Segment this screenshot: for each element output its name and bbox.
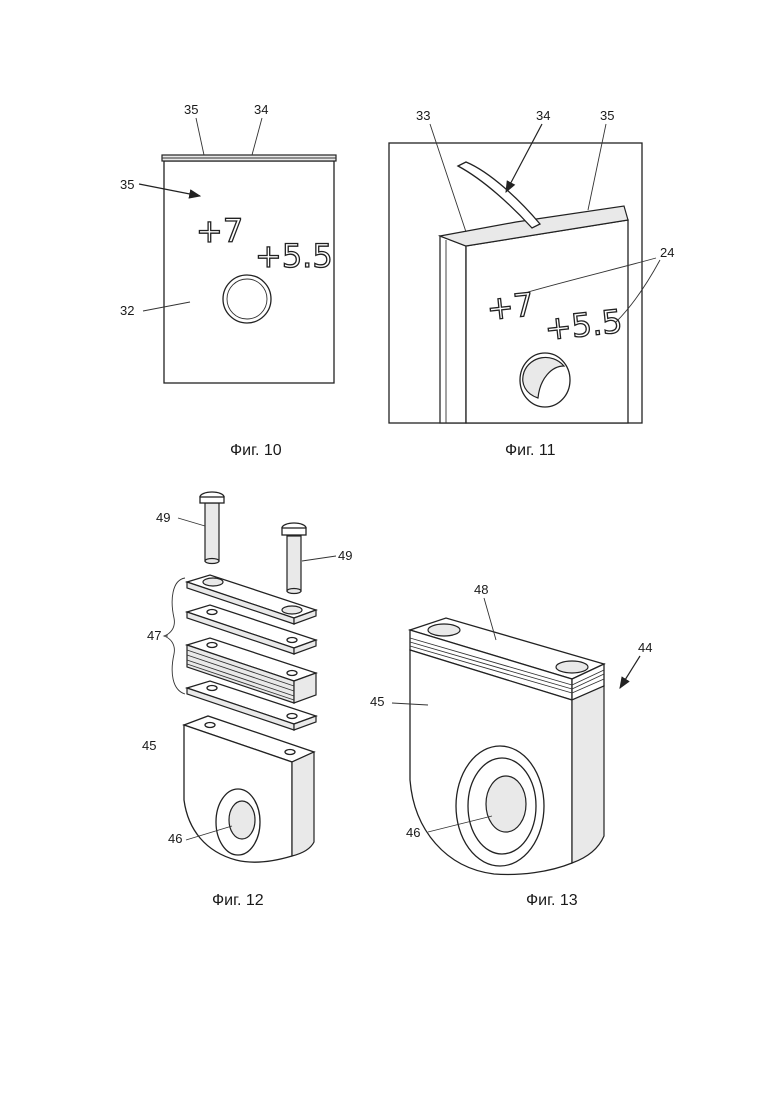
fig11-label-35: 35 xyxy=(600,108,614,123)
fig12-label-47: 47 xyxy=(147,628,161,643)
figure-11: +7 +5.5 33 34 35 24 Фиг. 11 xyxy=(389,108,674,459)
fig10-label-35-top: 35 xyxy=(184,102,198,117)
fig12-label-45: 45 xyxy=(142,738,156,753)
fig11-caption: Фиг. 11 xyxy=(505,442,556,459)
fig10-hole xyxy=(223,275,271,323)
fig11-marking-plus5-5: +5.5 xyxy=(543,302,624,348)
fig10-label-34: 34 xyxy=(254,102,268,117)
fig13-label-45: 45 xyxy=(370,694,384,709)
fig10-caption: Фиг. 10 xyxy=(230,442,282,459)
fig13-label-44: 44 xyxy=(638,640,652,655)
fig11-plate-33 xyxy=(440,236,466,423)
fig13-label-48: 48 xyxy=(474,582,488,597)
fig10-marking-plus5-5: +5.5 xyxy=(255,237,333,275)
fig12-caption: Фиг. 12 xyxy=(212,892,264,909)
fig10-marking-plus7: +7 xyxy=(196,212,243,250)
fig11-label-24: 24 xyxy=(660,245,674,260)
fig13-caption: Фиг. 13 xyxy=(526,892,578,909)
fig12-label-49-right: 49 xyxy=(338,548,352,563)
fig12-block-45 xyxy=(184,716,314,862)
fig10-label-32: 32 xyxy=(120,303,134,318)
figure-13: 48 44 45 46 Фиг. 13 xyxy=(370,582,652,909)
fig11-label-34: 34 xyxy=(536,108,550,123)
fig10-label-35-arrow: 35 xyxy=(120,177,134,192)
fig13-label-46: 46 xyxy=(406,825,420,840)
fig12-pin-49-right xyxy=(282,523,306,594)
figure-12: 49 49 47 45 46 Фиг. 12 xyxy=(142,492,352,909)
fig12-pin-49-left xyxy=(200,492,224,564)
fig11-label-33: 33 xyxy=(416,108,430,123)
figure-10: +7 +5.5 35 34 35 32 Фиг. 10 xyxy=(120,102,336,459)
fig12-label-46: 46 xyxy=(168,831,182,846)
fig12-label-49-left: 49 xyxy=(156,510,170,525)
